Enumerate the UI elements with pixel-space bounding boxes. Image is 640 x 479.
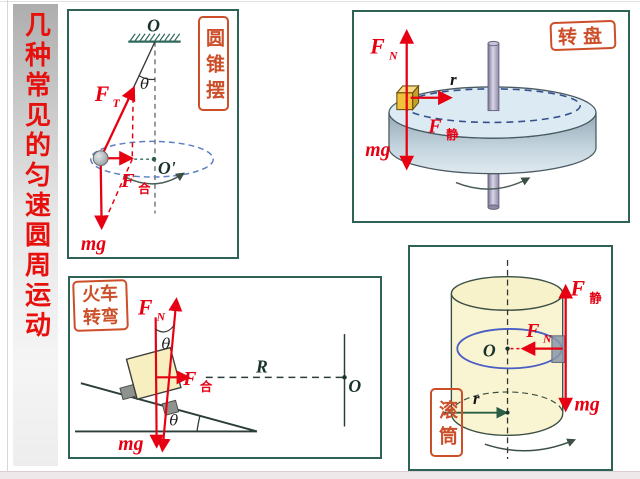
center-o-prime-label: O' <box>158 158 176 178</box>
friction-label: F <box>427 115 441 137</box>
radius-label: r <box>473 389 480 408</box>
normal-force-arrow <box>156 297 183 453</box>
radius-label: R <box>255 356 268 376</box>
top-angle-arc <box>155 325 174 333</box>
center-dot <box>342 375 347 380</box>
panel-train-curve: θ θ F N F 合 R <box>68 276 382 459</box>
weight-label: mg <box>575 394 600 416</box>
rotation-arrow <box>484 438 577 452</box>
top-theta-label: θ <box>162 336 171 353</box>
normal-force-sub-label: N <box>542 332 552 346</box>
radius-end-dot <box>505 410 510 415</box>
theta-arc <box>138 75 156 81</box>
weight-label: mg <box>118 433 143 455</box>
center-dot <box>505 346 510 351</box>
stamp-train-curve: 火车 转弯 <box>72 279 129 332</box>
train-car-body <box>125 346 182 401</box>
tension-sub-label: T <box>112 96 120 110</box>
normal-force-label: F <box>525 320 539 342</box>
panel-turntable: F N r F 静 mg <box>352 10 630 223</box>
panel-drum: F 静 F N O r mg <box>408 245 613 471</box>
weight-label: mg <box>365 139 390 161</box>
rotation-arrow <box>123 172 185 185</box>
radius-label: r <box>450 70 457 89</box>
friction-sub-label: 静 <box>446 127 459 142</box>
page-left-edge <box>7 0 8 479</box>
axle-upper <box>487 43 500 112</box>
page-bottom-strip <box>0 471 640 479</box>
net-force-sub-label: 合 <box>138 181 151 196</box>
gravity-arrow <box>94 158 109 231</box>
tension-arrow <box>99 85 136 159</box>
normal-force-sub-label: N <box>156 309 166 323</box>
friction-label: F <box>570 276 586 300</box>
theta-label: θ <box>140 76 149 93</box>
net-force-label: F <box>120 170 134 192</box>
net-force-sub-label: 合 <box>200 379 213 394</box>
normal-force-label: F <box>369 34 385 58</box>
drum-bottom-front-arc <box>450 413 564 437</box>
axle-lower-cap <box>487 204 500 210</box>
panel-conical-pendulum: O θ F T F 合 O' mg <box>67 9 239 259</box>
slope-angle-arc <box>196 415 201 432</box>
stamp-drum: 滚筒 <box>430 388 463 457</box>
pivot-o-label: O <box>147 16 160 36</box>
tension-label: F <box>94 82 110 106</box>
stamp-train-line1: 火车 <box>81 283 119 305</box>
pendulum-bob <box>92 150 109 167</box>
stamp-turntable: 转盘 <box>549 19 617 52</box>
gravity-arrow <box>149 317 164 449</box>
conical-pendulum-diagram: O θ F T F 合 O' mg <box>81 16 215 255</box>
net-force-label: F <box>182 368 196 390</box>
drum-diagram: F 静 F N O r mg <box>443 259 602 459</box>
friction-sub-label: 静 <box>589 290 602 305</box>
stamp-train-line2: 转弯 <box>82 305 120 328</box>
weight-label: mg <box>81 233 106 255</box>
center-o-label: O <box>348 376 361 396</box>
rotation-arrow <box>455 177 531 190</box>
center-dot <box>151 156 157 162</box>
normal-force-label: F <box>137 295 153 319</box>
axle-upper-cap <box>487 40 500 47</box>
title-sidebar: 几种常见的匀速圆周运动 <box>13 4 58 466</box>
turntable-diagram: F N r F 静 mg <box>365 29 597 210</box>
train-curve-diagram: θ θ F N F 合 R <box>75 295 361 455</box>
normal-force-sub-label: N <box>388 48 398 62</box>
page-title: 几种常见的匀速圆周运动 <box>21 11 51 341</box>
center-o-label: O <box>483 341 496 361</box>
drum-body-fill <box>451 293 563 436</box>
stamp-conical-pendulum: 圆锥摆 <box>198 16 229 111</box>
page-top-edge <box>0 1 640 2</box>
circular-path-ellipse <box>90 140 215 178</box>
parallelogram-dashed-vertical <box>131 89 134 160</box>
slope-theta-label: θ <box>169 413 178 430</box>
